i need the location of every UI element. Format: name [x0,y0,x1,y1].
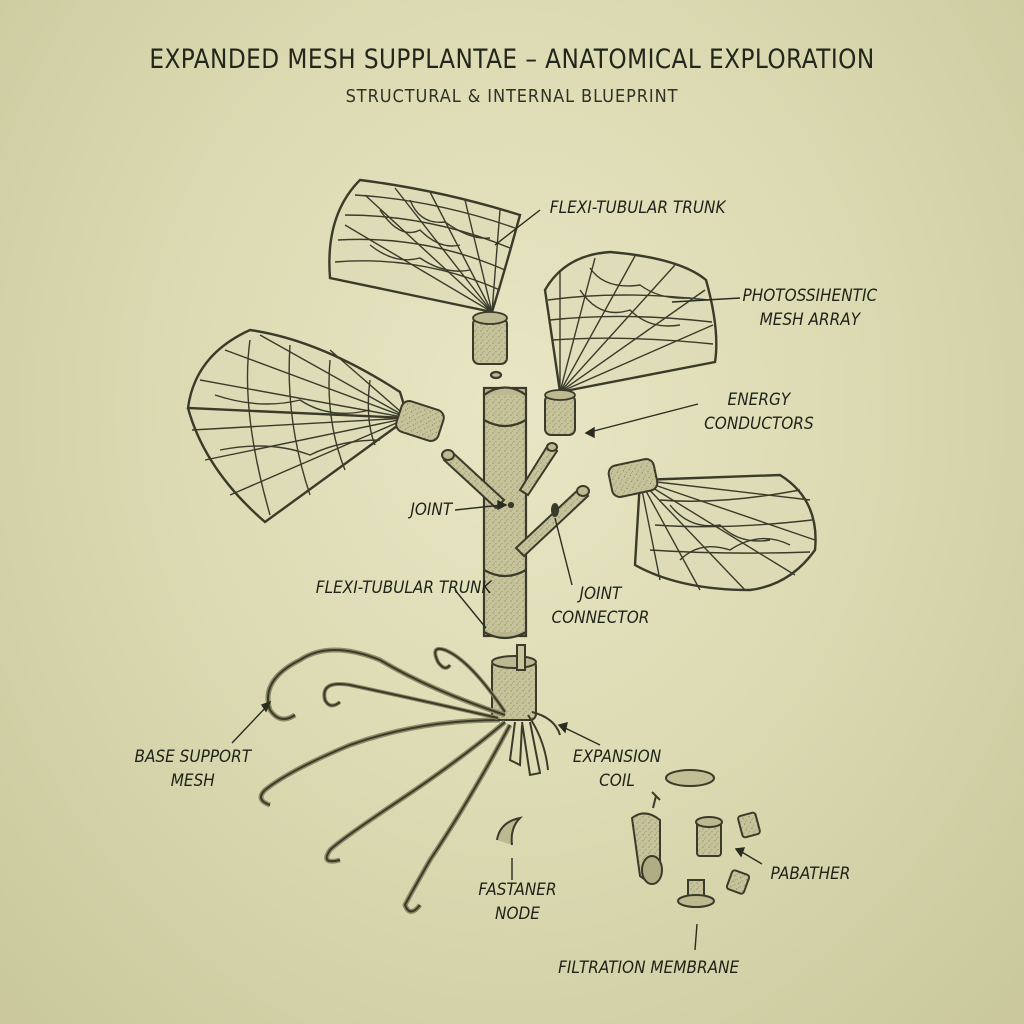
label-joint-connector-line2: CONNECTOR [551,608,650,628]
label-joint-connector-line1: JOINT [579,584,622,604]
trunk [482,370,528,640]
mesh-fan-top [328,178,522,365]
label-expansion-line2: COIL [599,771,635,791]
label-energy-conductors: ENERGY CONDUCTORS [704,388,814,436]
label-energy-line1: ENERGY [727,390,791,410]
label-photosynthetic-mesh: PHOTOSSIHENTIC MESH ARRAY [742,284,877,332]
leader-lines [231,209,763,951]
label-fastener-node: FASTANER NODE [478,878,556,926]
base-roots [258,644,561,914]
label-filtration-membrane: FILTRATION MEMBRANE [558,958,740,978]
label-energy-line2: CONDUCTORS [704,414,814,434]
mesh-fan-upper-right [543,250,718,436]
label-photosynthetic-line2: MESH ARRAY [759,310,861,330]
mesh-fan-left [186,328,445,524]
label-base-support-mesh: BASE SUPPORT MESH [134,745,251,793]
label-pabather: PABATHER [770,864,851,884]
label-joint-connector: JOINT CONNECTOR [551,582,649,630]
label-photosynthetic-line1: PHOTOSSIHENTIC [742,286,878,306]
label-expansion-coil: EXPANSION COIL [573,745,661,793]
mesh-fan-right [607,458,817,592]
label-flexi-trunk-top: FLEXI-TUBULAR TRUNK [549,198,726,218]
energy-conductors [441,442,590,558]
label-base-support-line1: BASE SUPPORT [134,747,252,767]
label-flexi-trunk-bottom: FLEXI-TUBULAR TRUNK [315,578,492,598]
label-fastener-line1: FASTANER [478,880,557,900]
label-base-support-line2: MESH [170,771,215,791]
page-title: EXPANDED MESH SUPPLANTAE – ANATOMICAL EX… [149,44,875,75]
page-subtitle: STRUCTURAL & INTERNAL BLUEPRINT [345,86,679,107]
label-joint: JOINT [410,500,453,520]
label-expansion-line1: EXPANSION [572,747,662,767]
label-fastener-line2: NODE [494,904,540,924]
detached-parts [496,769,761,908]
